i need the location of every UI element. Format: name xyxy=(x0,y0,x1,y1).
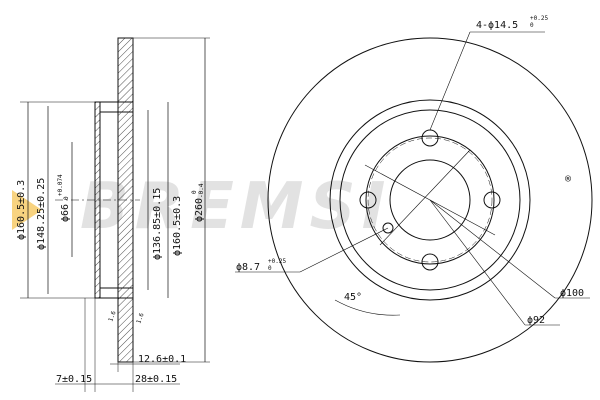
dim-d-inner-hat: ϕ148.25±0.25 xyxy=(36,178,47,250)
dim-holes-tol-lower: 0 xyxy=(530,22,534,29)
dim-d-disc: ϕ260 xyxy=(194,198,205,222)
roughness-right: 1.6 xyxy=(135,312,145,325)
dim-d-disc-tol-lower: -0.4 xyxy=(198,183,205,198)
dim-d-center-tol-upper: +0.074 xyxy=(57,174,64,196)
dim-pin-hole-tol-lower: 0 xyxy=(268,265,272,272)
pin-hole xyxy=(382,222,394,234)
center-bore xyxy=(389,159,471,241)
dim-pin-hole-tol-upper: +0.25 xyxy=(268,258,286,265)
dim-d-center: ϕ66 xyxy=(60,204,71,222)
dim-pcd: ϕ100 xyxy=(560,288,584,299)
side-view xyxy=(20,37,210,392)
dim-d-outer-hat: ϕ160.5±0.3 xyxy=(16,180,27,240)
dim-d-center-front: ϕ92 xyxy=(527,315,545,326)
dim-d-hat-right: ϕ160.5±0.3 xyxy=(172,196,183,256)
dim-pin-hole: ϕ8.7 xyxy=(236,262,260,273)
hat-circle xyxy=(339,109,521,291)
outer-circle xyxy=(267,37,593,363)
front-view xyxy=(235,31,593,363)
dim-d-disc-tol-upper: 0 xyxy=(191,190,198,194)
dim-d-center-tol-lower: 0 xyxy=(63,196,70,200)
friction-inner-circle xyxy=(329,99,531,301)
front-view-labels: 4-ϕ14.5 +0.25 0 ϕ8.7 +0.25 0 45° ϕ100 ϕ9… xyxy=(236,15,584,326)
dim-thickness: 12.6±0.1 xyxy=(138,354,186,365)
bolt-hole xyxy=(421,253,439,271)
dim-angle: 45° xyxy=(344,292,362,303)
bolt-hole xyxy=(359,191,377,209)
dim-hat-flange: 7±0.15 xyxy=(56,374,92,385)
roughness-left: 1.6 xyxy=(107,310,117,323)
bolt-hole xyxy=(483,191,501,209)
side-view-labels: ϕ160.5±0.3 ϕ148.25±0.25 ϕ66 +0.074 0 ϕ13… xyxy=(16,174,205,385)
pcd-circle xyxy=(367,137,493,263)
dim-holes: 4-ϕ14.5 xyxy=(476,20,518,31)
dim-height: 28±0.15 xyxy=(135,374,177,385)
dim-d-friction-inner: ϕ136.85±0.15 xyxy=(152,188,163,260)
registered-mark: ® xyxy=(565,174,572,185)
watermark-triangle xyxy=(12,190,42,230)
hat-inner-circle xyxy=(365,135,495,265)
dim-holes-tol-upper: +0.25 xyxy=(530,15,548,22)
